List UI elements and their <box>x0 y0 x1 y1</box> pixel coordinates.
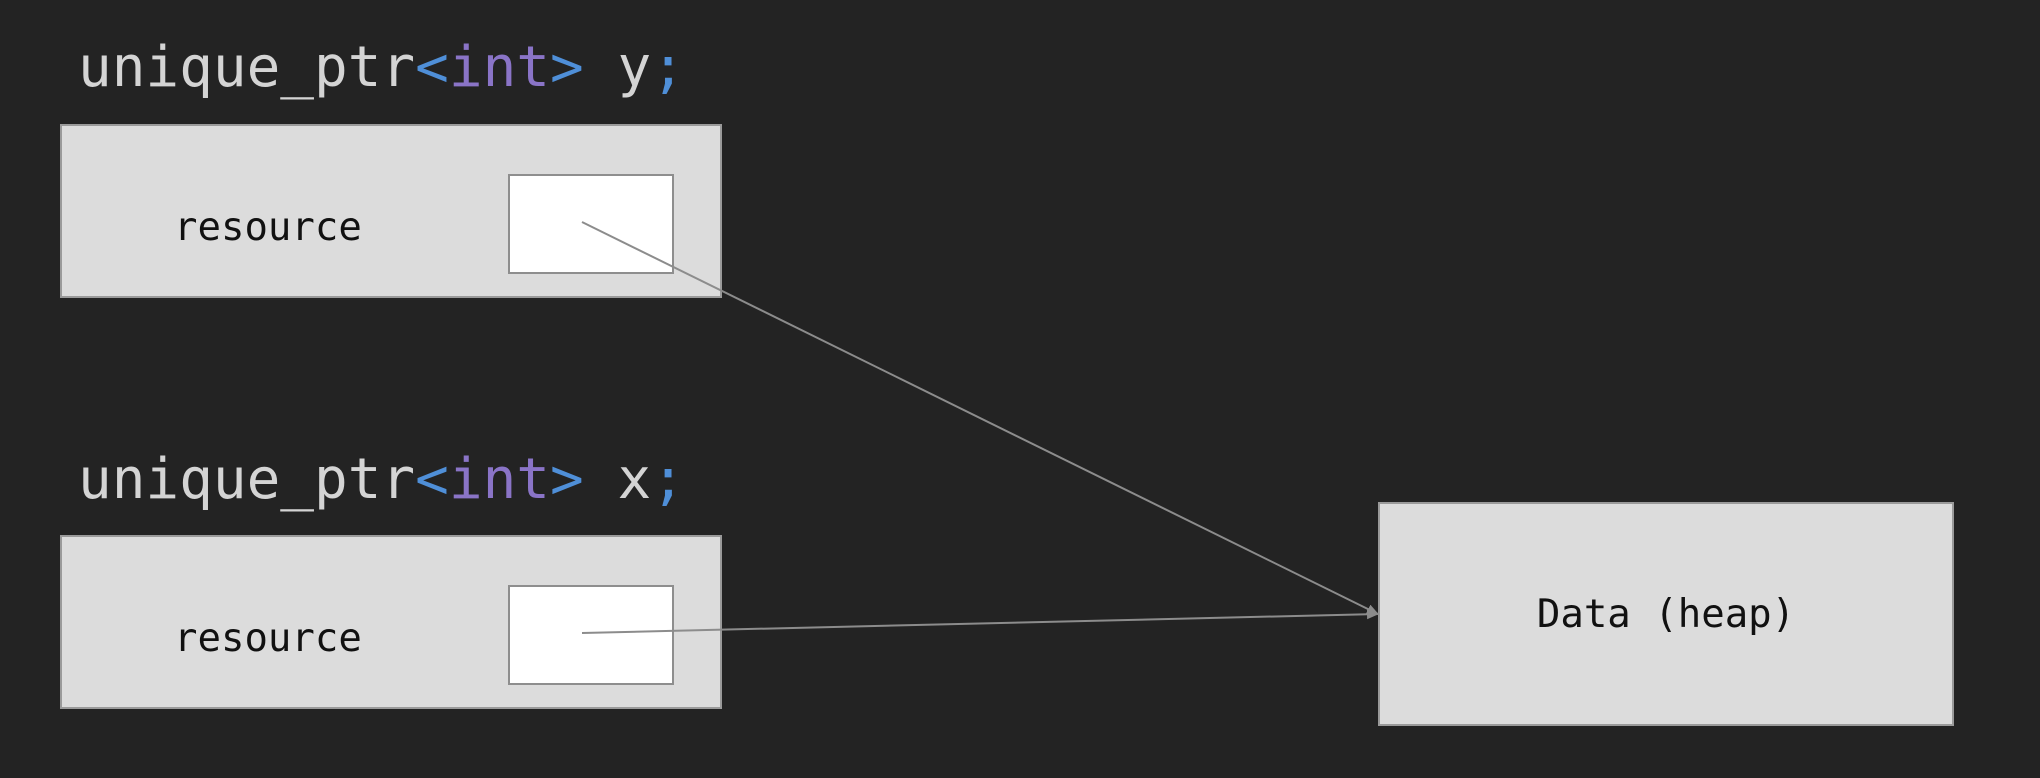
open-angle-bracket: < <box>415 447 449 512</box>
type-name: unique_ptr <box>78 35 416 100</box>
pointer-box-x: resource <box>60 535 722 709</box>
declaration-y: unique_ptr<int> y; <box>78 40 685 96</box>
declaration-x: unique_ptr<int> x; <box>78 452 685 508</box>
resource-label: resource <box>174 616 362 661</box>
heap-label: Data (heap) <box>1536 591 1796 637</box>
template-argument: int <box>448 35 551 100</box>
resource-slot <box>508 585 674 685</box>
template-argument: int <box>448 447 551 512</box>
close-angle-bracket: > <box>550 447 584 512</box>
variable-name: y <box>583 35 652 100</box>
open-angle-bracket: < <box>415 35 449 100</box>
resource-label: resource <box>174 205 362 250</box>
pointer-box-y: resource <box>60 124 722 298</box>
semicolon: ; <box>651 35 685 100</box>
heap-data-box: Data (heap) <box>1378 502 1954 726</box>
type-name: unique_ptr <box>78 447 416 512</box>
variable-name: x <box>583 447 652 512</box>
close-angle-bracket: > <box>550 35 584 100</box>
semicolon: ; <box>651 447 685 512</box>
resource-slot <box>508 174 674 274</box>
